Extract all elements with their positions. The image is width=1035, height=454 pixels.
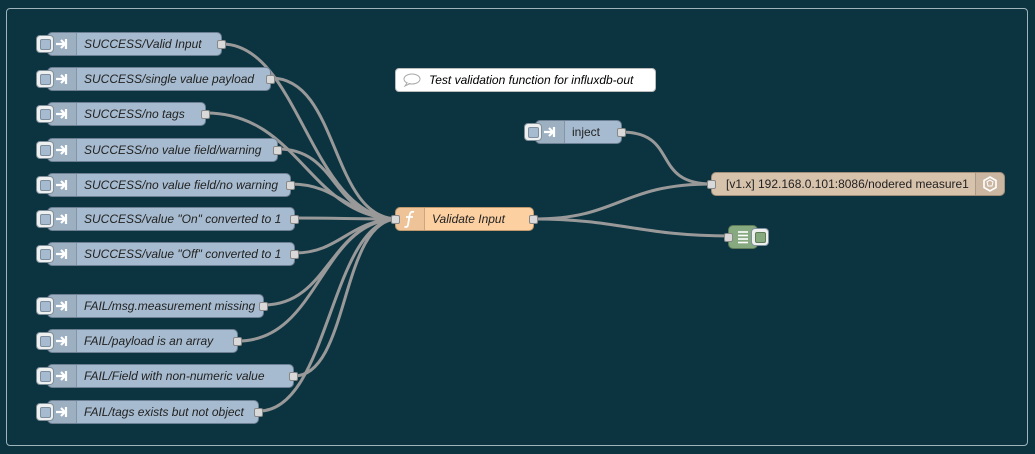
inject-trigger-button[interactable]: [36, 245, 54, 263]
arrow-in-icon: [48, 174, 77, 196]
inject-trigger-button[interactable]: [36, 176, 54, 194]
arrow-in-icon: [48, 330, 77, 352]
output-port[interactable]: [254, 408, 263, 417]
node-label: SUCCESS/no tags: [84, 107, 185, 121]
comment-node[interactable]: Test validation function for influxdb-ou…: [395, 68, 656, 92]
flow-canvas-frame: [6, 8, 1028, 446]
node-label: SUCCESS/value "Off" converted to 1: [84, 247, 282, 261]
node-label: SUCCESS/Valid Input: [84, 37, 202, 51]
output-port[interactable]: [217, 40, 226, 49]
inject-node[interactable]: SUCCESS/Valid Input: [36, 32, 226, 56]
arrow-in-icon: [48, 103, 77, 125]
inject-trigger-button[interactable]: [36, 297, 54, 315]
arrow-in-icon: [48, 365, 77, 387]
arrow-in-icon: [48, 243, 77, 265]
input-port[interactable]: [391, 215, 400, 224]
node-label: Validate Input: [432, 212, 505, 226]
output-port[interactable]: [266, 75, 275, 84]
node-label: SUCCESS/no value field/no warning: [84, 178, 279, 192]
influxdb-out-node[interactable]: [v1.x] 192.168.0.101:8086/nodered measur…: [707, 172, 1005, 196]
function-node[interactable]: Validate Input: [391, 207, 538, 231]
node-label: SUCCESS/no value field/warning: [84, 143, 262, 157]
input-port[interactable]: [707, 180, 716, 189]
node-label: FAIL/Field with non-numeric value: [84, 369, 265, 383]
database-icon: [975, 173, 1004, 195]
inject-trigger-button[interactable]: [36, 105, 54, 123]
inject-trigger-button[interactable]: [36, 367, 54, 385]
inject-trigger-button[interactable]: [36, 210, 54, 228]
output-port[interactable]: [290, 215, 299, 224]
inject-node[interactable]: SUCCESS/no value field/no warning: [36, 173, 295, 197]
node-label: SUCCESS/value "On" converted to 1: [84, 212, 282, 226]
arrow-in-icon: [48, 401, 77, 423]
wire[interactable]: [205, 111, 399, 221]
arrow-in-icon: [48, 295, 77, 317]
debug-list-icon: [729, 226, 757, 248]
function-icon: [396, 208, 425, 230]
output-port[interactable]: [273, 146, 282, 155]
node-label: [v1.x] 192.168.0.101:8086/nodered measur…: [726, 177, 969, 191]
output-port[interactable]: [290, 250, 299, 259]
input-port[interactable]: [724, 233, 733, 242]
wire[interactable]: [270, 76, 399, 221]
output-port[interactable]: [201, 110, 210, 119]
wire[interactable]: [221, 42, 399, 221]
inject-node[interactable]: SUCCESS/single value payload: [36, 67, 275, 91]
output-port[interactable]: [259, 302, 268, 311]
wire[interactable]: [533, 217, 731, 238]
inject-trigger-button[interactable]: [36, 141, 54, 159]
arrow-in-icon: [48, 139, 77, 161]
arrow-in-icon: [48, 208, 77, 230]
output-port[interactable]: [286, 181, 295, 190]
output-port[interactable]: [529, 215, 538, 224]
node-label: inject: [572, 125, 601, 139]
inject-trigger-button[interactable]: [524, 123, 542, 141]
inject-node[interactable]: SUCCESS/no tags: [36, 102, 210, 126]
inject-node[interactable]: FAIL/msg.measurement missing: [36, 294, 268, 318]
inject-node[interactable]: SUCCESS/value "Off" converted to 1: [36, 242, 299, 266]
comment-icon: [402, 73, 422, 87]
debug-toggle-button[interactable]: [751, 228, 769, 246]
node-label: FAIL/payload is an array: [84, 334, 214, 348]
inject-trigger-button[interactable]: [36, 403, 54, 421]
node-label: SUCCESS/single value payload: [84, 72, 255, 86]
node-label: FAIL/tags exists but not object: [84, 405, 244, 419]
inject-node[interactable]: FAIL/Field with non-numeric value: [36, 364, 298, 388]
wire[interactable]: [237, 217, 399, 343]
output-port[interactable]: [617, 128, 626, 137]
wire[interactable]: [258, 217, 399, 413]
wire[interactable]: [290, 182, 399, 221]
arrow-in-icon: [536, 121, 565, 143]
inject-node[interactable]: FAIL/payload is an array: [36, 329, 242, 353]
comment-text: Test validation function for influxdb-ou…: [429, 73, 634, 87]
wire[interactable]: [620, 130, 713, 186]
inject-trigger-button[interactable]: [36, 70, 54, 88]
output-port[interactable]: [289, 372, 298, 381]
inject-node[interactable]: SUCCESS/no value field/warning: [36, 138, 282, 162]
output-port[interactable]: [233, 337, 242, 346]
debug-node[interactable]: [724, 225, 769, 249]
arrow-in-icon: [48, 68, 77, 90]
inject-node[interactable]: inject: [524, 120, 626, 144]
inject-trigger-button[interactable]: [36, 332, 54, 350]
arrow-in-icon: [48, 33, 77, 55]
inject-trigger-button[interactable]: [36, 35, 54, 53]
wire[interactable]: [533, 182, 713, 221]
inject-node[interactable]: FAIL/tags exists but not object: [36, 400, 263, 424]
inject-node[interactable]: SUCCESS/value "On" converted to 1: [36, 207, 299, 231]
node-label: FAIL/msg.measurement missing: [84, 299, 256, 313]
